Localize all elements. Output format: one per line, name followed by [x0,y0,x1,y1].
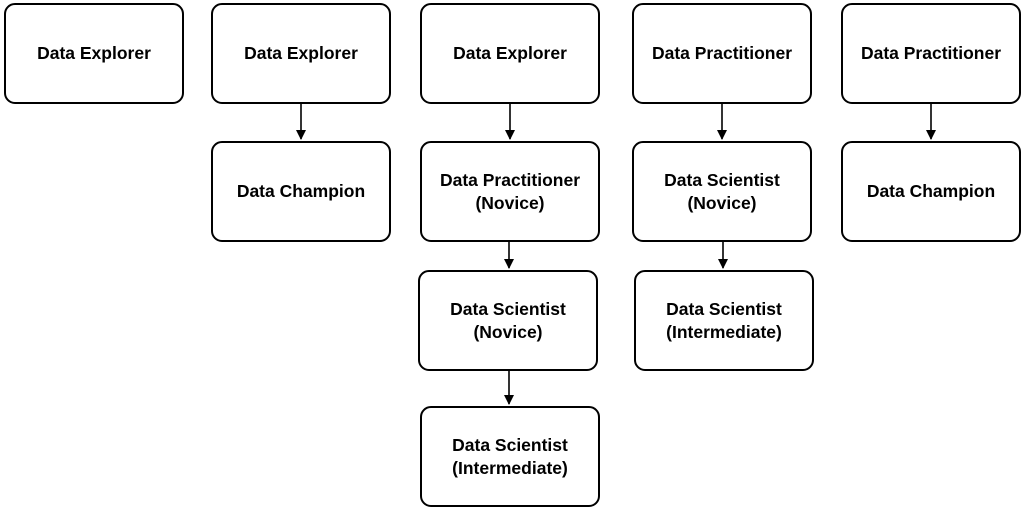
node-label: Data Scientist (Intermediate) [452,434,568,478]
node-label: Data Scientist (Novice) [450,298,566,342]
node-col2-data-explorer: Data Explorer [211,3,391,104]
node-label: Data Explorer [453,43,567,63]
node-col4-data-scientist-novice: Data Scientist (Novice) [632,141,812,242]
node-label: Data Scientist (Novice) [664,169,780,213]
node-col1-data-explorer: Data Explorer [4,3,184,104]
node-label: Data Explorer [244,43,358,63]
node-label: Data Champion [866,181,996,201]
node-label: Data Practitioner [860,43,1002,63]
node-col3-data-explorer: Data Explorer [420,3,600,104]
node-col3-data-scientist-intermediate: Data Scientist (Intermediate) [420,406,600,507]
node-col5-data-practitioner: Data Practitioner [841,3,1021,104]
node-label: Data Scientist (Intermediate) [666,298,782,342]
node-label: Data Practitioner (Novice) [439,169,581,213]
node-label: Data Champion [236,181,366,201]
node-col5-data-champion: Data Champion [841,141,1021,242]
node-label: Data Explorer [37,43,151,63]
node-col3-data-scientist-novice: Data Scientist (Novice) [418,270,598,371]
node-col3-data-practitioner-novice: Data Practitioner (Novice) [420,141,600,242]
node-label: Data Practitioner [651,43,793,63]
node-col2-data-champion: Data Champion [211,141,391,242]
node-col4-data-practitioner: Data Practitioner [632,3,812,104]
node-col4-data-scientist-intermediate: Data Scientist (Intermediate) [634,270,814,371]
